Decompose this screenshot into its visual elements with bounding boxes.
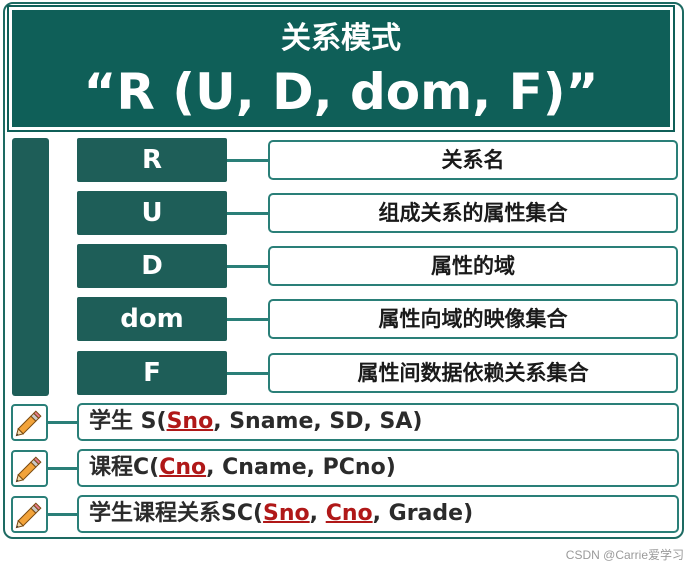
symbol-u: U <box>77 191 227 235</box>
example-text: 学生课程关系SC( <box>89 501 264 526</box>
example-text: 学生 S( <box>89 409 167 434</box>
example-student-course: 学生课程关系SC(Sno, Cno, Grade) <box>77 495 679 533</box>
connector <box>227 372 268 375</box>
example-text: , Cname, PCno) <box>206 455 396 480</box>
example-text: , <box>309 501 326 526</box>
header-banner: 关系模式 “R (U, D, dom, F)” <box>7 5 675 132</box>
schema-formula: “R (U, D, dom, F)” <box>83 63 599 121</box>
diagram-title: 关系模式 <box>281 21 401 56</box>
sidebar-bar <box>12 138 49 396</box>
example-text: 课程C( <box>89 455 160 480</box>
pencil-icon <box>11 404 48 441</box>
connector <box>48 467 77 470</box>
connector <box>227 159 268 162</box>
example-student: 学生 S(Sno, Sname, SD, SA) <box>77 403 679 441</box>
meaning-f: 属性间数据依赖关系集合 <box>268 353 678 393</box>
meaning-dom: 属性向域的映像集合 <box>268 299 678 339</box>
primary-key: Sno <box>166 409 214 434</box>
symbol-f: F <box>77 351 227 395</box>
symbol-dom: dom <box>77 297 227 341</box>
symbol-d: D <box>77 244 227 288</box>
meaning-d: 属性的域 <box>268 246 678 286</box>
watermark: CSDN @Carrie爱学习 <box>565 548 684 562</box>
meaning-r: 关系名 <box>268 140 678 180</box>
pencil-icon <box>11 450 48 487</box>
symbol-r: R <box>77 138 227 182</box>
primary-key: Cno <box>159 455 207 480</box>
connector <box>227 212 268 215</box>
connector <box>227 265 268 268</box>
primary-key: Sno <box>263 501 310 526</box>
meaning-u: 组成关系的属性集合 <box>268 193 678 233</box>
pencil-icon <box>11 496 48 533</box>
connector <box>48 513 77 516</box>
example-text: , Grade) <box>372 501 474 526</box>
connector <box>48 421 77 424</box>
example-text: , Sname, SD, SA) <box>213 409 423 434</box>
primary-key: Cno <box>325 501 373 526</box>
connector <box>227 318 268 321</box>
example-course: 课程C(Cno, Cname, PCno) <box>77 449 679 487</box>
